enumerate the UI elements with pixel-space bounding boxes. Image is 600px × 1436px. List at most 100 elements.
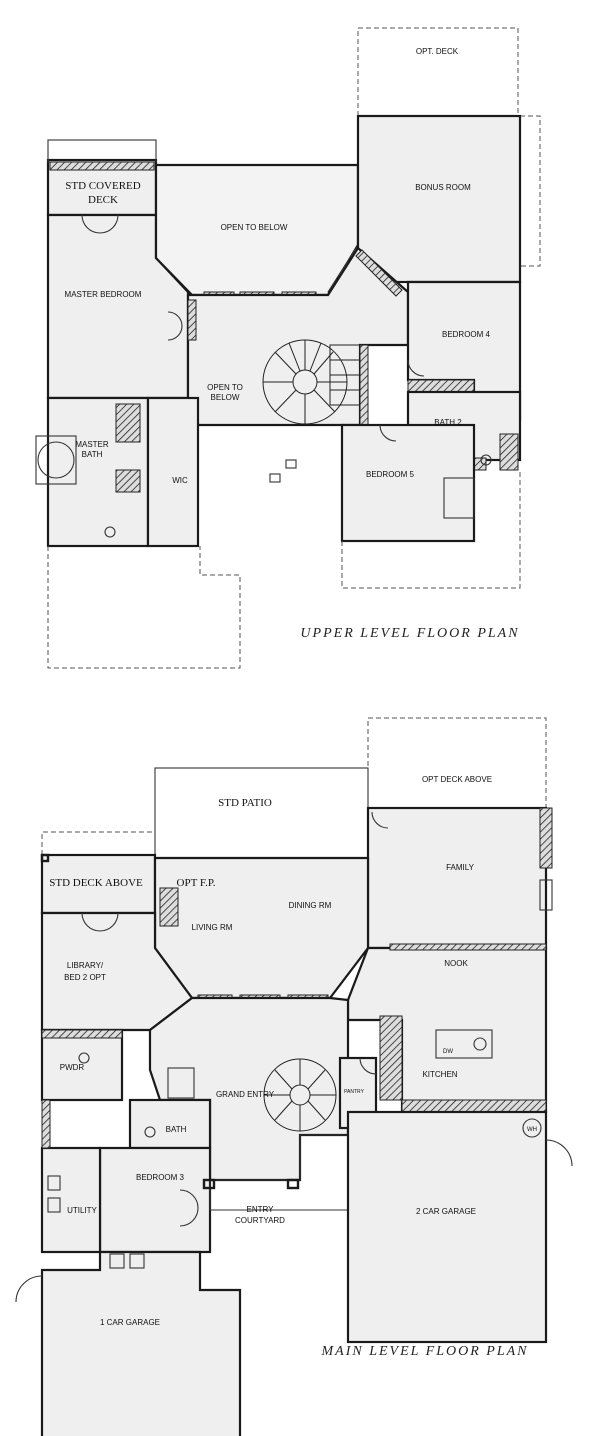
kitchen-counter-bottom bbox=[401, 1099, 547, 1113]
label-entry-courtyard-1: ENTRY bbox=[247, 1205, 275, 1214]
label-master-bedroom: MASTER BEDROOM bbox=[65, 290, 142, 299]
label-kitchen: KITCHEN bbox=[422, 1070, 457, 1079]
label-open-to-below-2b: BELOW bbox=[211, 393, 240, 402]
small-marker-2 bbox=[285, 459, 297, 469]
one-car-garage bbox=[40, 1250, 242, 1436]
powder-room bbox=[40, 1028, 124, 1102]
utility-left-wall bbox=[41, 1099, 51, 1149]
one-car-side-door bbox=[15, 1275, 43, 1303]
opt-deck-above-outline bbox=[367, 717, 547, 809]
label-entry-courtyard-2: COURTYARD bbox=[235, 1216, 285, 1225]
hall-rail-diag bbox=[355, 249, 403, 297]
courtyard-post-2 bbox=[286, 1178, 300, 1190]
label-dining-rm: DINING RM bbox=[289, 901, 332, 910]
label-wh: WH bbox=[527, 1127, 537, 1133]
kitchen-sink bbox=[473, 1037, 487, 1051]
garage-washer bbox=[109, 1253, 125, 1269]
main-level-plan bbox=[15, 717, 573, 1436]
label-bath-2: BATH 2 bbox=[434, 418, 462, 427]
label-nook: NOOK bbox=[444, 959, 468, 968]
label-grand-entry: GRAND ENTRY bbox=[216, 1090, 275, 1099]
upper-opt-deck-outline bbox=[357, 27, 519, 117]
bedroom-3 bbox=[98, 1146, 212, 1254]
washer bbox=[47, 1175, 61, 1191]
upper-roof-outline-right bbox=[341, 472, 521, 589]
water-heater bbox=[522, 1118, 542, 1138]
family-hearth bbox=[539, 879, 553, 911]
bed4-closet bbox=[407, 379, 475, 393]
nook-rail bbox=[389, 943, 547, 951]
bath2-toilet bbox=[480, 454, 492, 466]
utility-room bbox=[40, 1146, 102, 1254]
spiral-stair-main bbox=[263, 1058, 337, 1132]
family-patio-door bbox=[371, 811, 389, 829]
label-family: FAMILY bbox=[446, 863, 475, 872]
library-doors bbox=[81, 912, 119, 932]
label-open-to-below-2a: OPEN TO bbox=[207, 383, 243, 392]
label-living-rm: LIVING RM bbox=[192, 923, 233, 932]
std-patio-outline bbox=[154, 767, 369, 859]
master-toilet bbox=[104, 526, 116, 538]
main-bath bbox=[128, 1098, 212, 1150]
label-library-2: BED 2 OPT bbox=[64, 973, 106, 982]
dryer bbox=[47, 1197, 61, 1213]
master-tub bbox=[37, 441, 75, 479]
hall-rail-left bbox=[187, 299, 197, 341]
kitchen-counter-left bbox=[379, 1015, 403, 1101]
bed5-closet bbox=[443, 477, 475, 519]
bedroom-5 bbox=[340, 423, 476, 543]
master-door bbox=[167, 311, 183, 341]
label-opt-fp: OPT F.P. bbox=[177, 877, 216, 889]
spiral-stair-upper bbox=[262, 339, 361, 425]
pwdr-toilet bbox=[78, 1052, 90, 1064]
label-dw: DW bbox=[443, 1049, 453, 1055]
label-open-to-below-1: OPEN TO BELOW bbox=[221, 223, 288, 232]
pantry-door bbox=[359, 1057, 377, 1075]
family-room bbox=[366, 806, 548, 950]
deck-french-doors bbox=[81, 214, 119, 234]
hall-rail-stair bbox=[359, 344, 369, 426]
covered-deck-rail bbox=[49, 161, 155, 171]
label-bath: BATH bbox=[166, 1125, 187, 1134]
walk-in-closet bbox=[146, 396, 200, 548]
bed3-door bbox=[179, 1189, 199, 1227]
label-bonus-room: BONUS ROOM bbox=[415, 183, 471, 192]
fireplace-opt bbox=[159, 887, 179, 927]
label-pantry: PANTRY bbox=[344, 1089, 364, 1095]
master-tub-deck bbox=[35, 435, 77, 485]
master-shower bbox=[115, 403, 141, 443]
kitchen-island bbox=[435, 1029, 493, 1059]
label-master-bath-2: BATH bbox=[82, 450, 103, 459]
bonus-room-dashed-extension bbox=[519, 115, 541, 267]
label-std-covered-1: STD COVERED bbox=[65, 180, 141, 192]
upper-roof-outline-left bbox=[47, 546, 241, 669]
bed4-door bbox=[407, 359, 425, 377]
garage-side-door bbox=[545, 1139, 573, 1167]
bath-vanity bbox=[167, 1067, 195, 1099]
master-vanity bbox=[115, 469, 141, 493]
bath-toilet bbox=[144, 1126, 156, 1138]
main-level-title: MAIN LEVEL FLOOR PLAN bbox=[320, 1344, 528, 1359]
courtyard-post-1 bbox=[202, 1178, 216, 1190]
label-std-covered-2: DECK bbox=[88, 194, 118, 206]
main-corner-post-1 bbox=[40, 853, 50, 863]
label-library-1: LIBRARY/ bbox=[67, 961, 104, 970]
small-marker-1 bbox=[269, 473, 281, 483]
label-bedroom-3: BEDROOM 3 bbox=[136, 1173, 185, 1182]
bath2-tub bbox=[499, 433, 519, 471]
label-one-car-garage: 1 CAR GARAGE bbox=[100, 1318, 160, 1327]
garage-dryer bbox=[129, 1253, 145, 1269]
label-pwdr: PWDR bbox=[60, 1063, 85, 1072]
std-deck-above-outline bbox=[41, 831, 155, 855]
two-car-garage bbox=[346, 1110, 548, 1344]
label-opt-deck: OPT. DECK bbox=[416, 47, 459, 56]
label-bedroom-5: BEDROOM 5 bbox=[366, 470, 415, 479]
label-std-patio: STD PATIO bbox=[218, 797, 272, 809]
label-std-deck-above: STD DECK ABOVE bbox=[49, 877, 143, 889]
deck-roof-outline bbox=[47, 139, 157, 163]
bonus-room bbox=[356, 114, 522, 284]
powder-wall bbox=[41, 1029, 123, 1039]
label-wic: WIC bbox=[172, 476, 188, 485]
bed5-door bbox=[379, 424, 397, 442]
